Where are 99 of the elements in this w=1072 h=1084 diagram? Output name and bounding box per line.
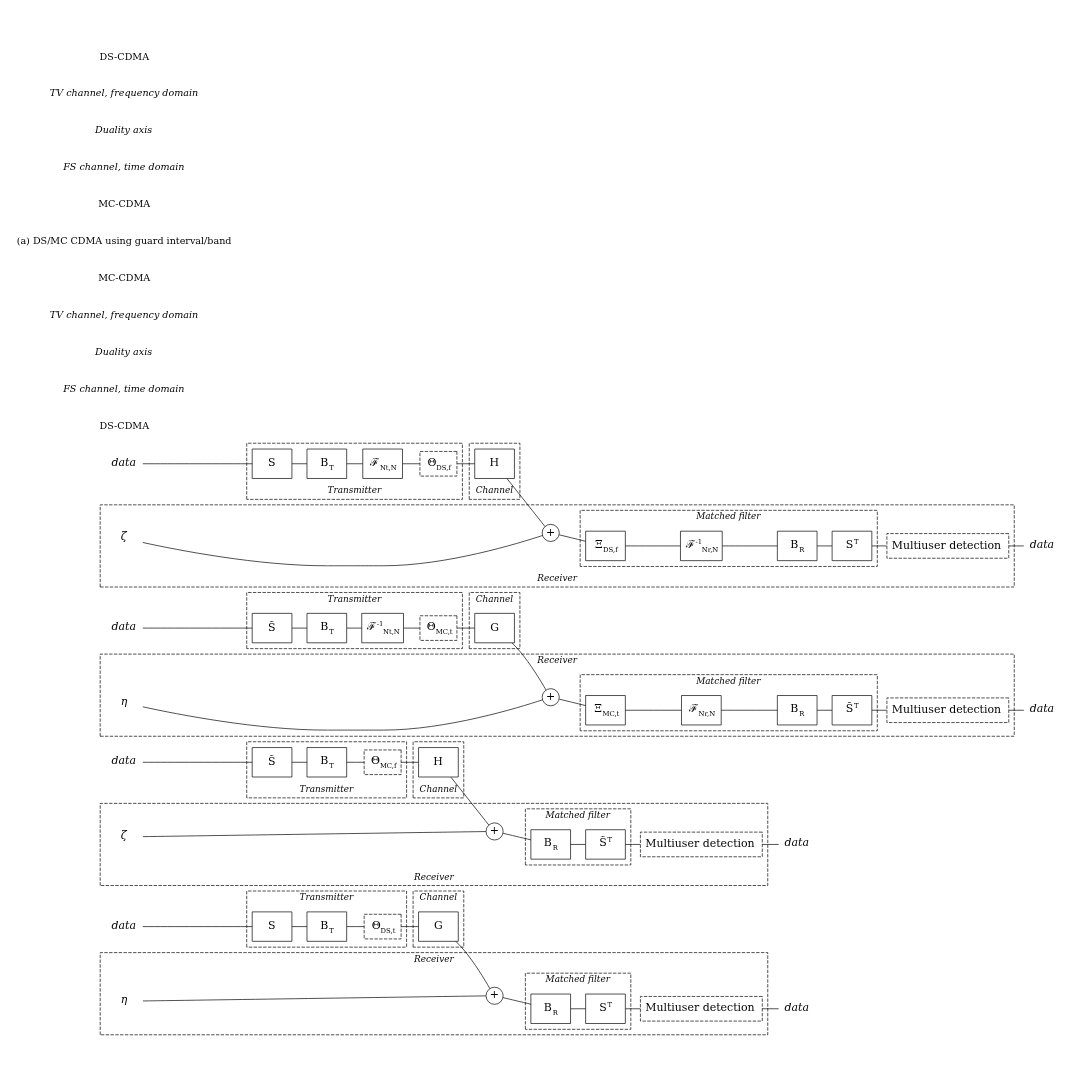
label: MC-CDMA bbox=[98, 271, 151, 283]
node-text: data bbox=[784, 835, 809, 849]
label: FS channel, time domain bbox=[63, 160, 185, 172]
node-text: data bbox=[111, 619, 136, 633]
connector bbox=[142, 699, 543, 730]
connector bbox=[570, 843, 586, 845]
connector bbox=[291, 761, 308, 763]
node-box: S bbox=[251, 448, 293, 479]
connector bbox=[625, 709, 682, 711]
node-box: Multiuser detection bbox=[886, 532, 1010, 559]
connector bbox=[1008, 709, 1025, 711]
node-box: B$_{T}$ bbox=[306, 911, 348, 942]
connector bbox=[455, 940, 491, 989]
node-text: ζ bbox=[120, 529, 127, 543]
node-text: data bbox=[111, 753, 136, 767]
connector bbox=[400, 925, 419, 927]
label: (a) DS/MC CDMA using guard interval/band bbox=[16, 234, 232, 246]
connector bbox=[625, 1007, 641, 1009]
node-text: η bbox=[120, 694, 128, 708]
connector bbox=[558, 698, 586, 706]
node-box: B$_{T}$ bbox=[306, 612, 348, 643]
label: TV channel, frequency domain bbox=[49, 308, 199, 320]
connector bbox=[346, 462, 363, 464]
node-box: H bbox=[474, 448, 515, 479]
node-box: B$_{R}$ bbox=[530, 828, 571, 859]
node-box: Θ$_{MC,f}$ bbox=[363, 749, 402, 775]
node-box: Θ$_{MC,t}$ bbox=[419, 614, 458, 641]
connector bbox=[142, 761, 253, 763]
node-circle: + bbox=[485, 822, 504, 840]
node-box: S̃$^{T}$ bbox=[585, 828, 626, 859]
connector bbox=[291, 462, 308, 464]
connector bbox=[402, 462, 421, 464]
connector bbox=[346, 925, 365, 927]
node-box: S̃ bbox=[251, 612, 293, 643]
label: TV channel, frequency domain bbox=[49, 86, 199, 98]
connector bbox=[403, 627, 421, 628]
node-circle: + bbox=[541, 523, 560, 542]
connector bbox=[762, 843, 780, 845]
node-box: S$^{T}$ bbox=[585, 993, 626, 1024]
node-box: B$_{R}$ bbox=[777, 530, 818, 561]
connector bbox=[762, 1007, 780, 1009]
node-text: data bbox=[1029, 537, 1055, 551]
connector bbox=[142, 830, 487, 837]
connector bbox=[400, 761, 419, 763]
node-box: Multiuser detection bbox=[886, 697, 1010, 723]
connector bbox=[456, 627, 475, 628]
connector bbox=[142, 627, 253, 628]
connector bbox=[871, 545, 888, 546]
node-text: data bbox=[111, 918, 136, 932]
node-box: S bbox=[251, 911, 293, 942]
node-circle: + bbox=[541, 687, 560, 706]
node-box: Θ$_{DS,t}$ bbox=[363, 913, 402, 939]
connector bbox=[142, 995, 487, 1001]
node-circle: + bbox=[485, 986, 504, 1005]
node-text: η bbox=[120, 992, 128, 1006]
label: Duality axis bbox=[95, 123, 153, 135]
connector bbox=[450, 776, 490, 825]
node-box: Ξ$_{MC,t}$ bbox=[585, 694, 626, 725]
node-box: ℱ$_{Nr,N}$ bbox=[681, 694, 722, 725]
node-box: B$_{T}$ bbox=[306, 448, 348, 479]
node-box: G bbox=[474, 612, 515, 643]
node-text: data bbox=[111, 455, 136, 469]
node-box: B$_{T}$ bbox=[306, 746, 348, 777]
connector bbox=[558, 534, 586, 542]
connector bbox=[456, 462, 475, 464]
connector bbox=[142, 534, 543, 566]
node-box: S̃ bbox=[251, 746, 293, 777]
node-box: ℱ$_{Nt,N}$ bbox=[362, 448, 403, 479]
node-text: data bbox=[1029, 701, 1055, 715]
label: FS channel, time domain bbox=[63, 382, 185, 394]
connector bbox=[142, 462, 253, 464]
connector bbox=[346, 627, 363, 628]
label: DS-CDMA bbox=[99, 419, 150, 431]
node-box: H bbox=[418, 746, 459, 777]
connector bbox=[142, 925, 253, 927]
connector bbox=[506, 477, 546, 527]
node-text: ζ bbox=[120, 828, 127, 842]
node-box: Θ$_{DS,f}$ bbox=[419, 450, 458, 476]
node-box: Multiuser detection bbox=[640, 995, 763, 1021]
node-box: B$_{R}$ bbox=[530, 993, 571, 1024]
label: DS-CDMA bbox=[99, 50, 150, 62]
connector bbox=[570, 1007, 586, 1009]
node-box: Ξ$_{DS,f}$ bbox=[585, 530, 626, 561]
connector bbox=[511, 642, 547, 690]
label: MC-CDMA bbox=[98, 197, 151, 209]
connector bbox=[625, 545, 681, 546]
connector bbox=[871, 709, 888, 711]
node-box: S$^{T}$ bbox=[831, 530, 873, 561]
node-box: B$_{R}$ bbox=[777, 694, 818, 725]
connector bbox=[625, 843, 641, 845]
node-box: S̃$^{T}$ bbox=[831, 694, 873, 725]
node-box: G bbox=[418, 911, 459, 942]
label: Duality axis bbox=[95, 345, 153, 357]
connector bbox=[291, 925, 308, 927]
node-box: Multiuser detection bbox=[640, 831, 763, 857]
connector bbox=[502, 996, 532, 1005]
connector bbox=[1008, 545, 1025, 546]
connector bbox=[502, 832, 532, 840]
node-text: data bbox=[784, 1000, 809, 1014]
